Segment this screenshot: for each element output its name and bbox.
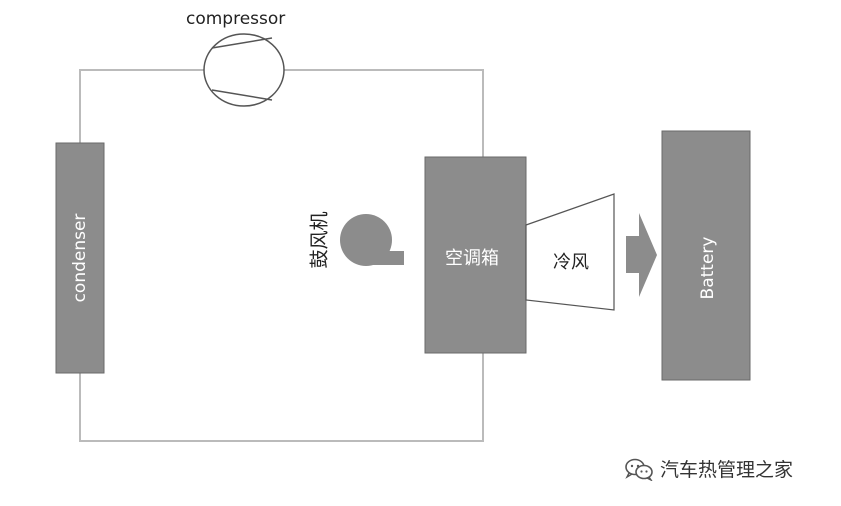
compressor-label: compressor — [186, 9, 286, 29]
battery-label: Battery — [698, 236, 718, 300]
cold-air-duct — [525, 193, 615, 311]
blower-label: 鼓风机 — [308, 211, 331, 269]
hvac-box-label: 空调箱 — [445, 248, 499, 269]
pipe-bottom — [79, 353, 484, 442]
condenser-label: condenser — [70, 213, 90, 303]
wechat-icon — [624, 457, 654, 482]
cold-air-label: 冷风 — [553, 252, 589, 273]
airflow-arrow — [626, 213, 657, 297]
watermark: 汽车热管理之家 — [624, 455, 793, 482]
hvac-box — [424, 156, 527, 354]
blower-symbol — [340, 214, 404, 266]
condenser-box — [55, 142, 105, 374]
compressor-symbol — [203, 33, 285, 107]
watermark-text: 汽车热管理之家 — [660, 459, 794, 481]
battery-box — [661, 130, 751, 381]
